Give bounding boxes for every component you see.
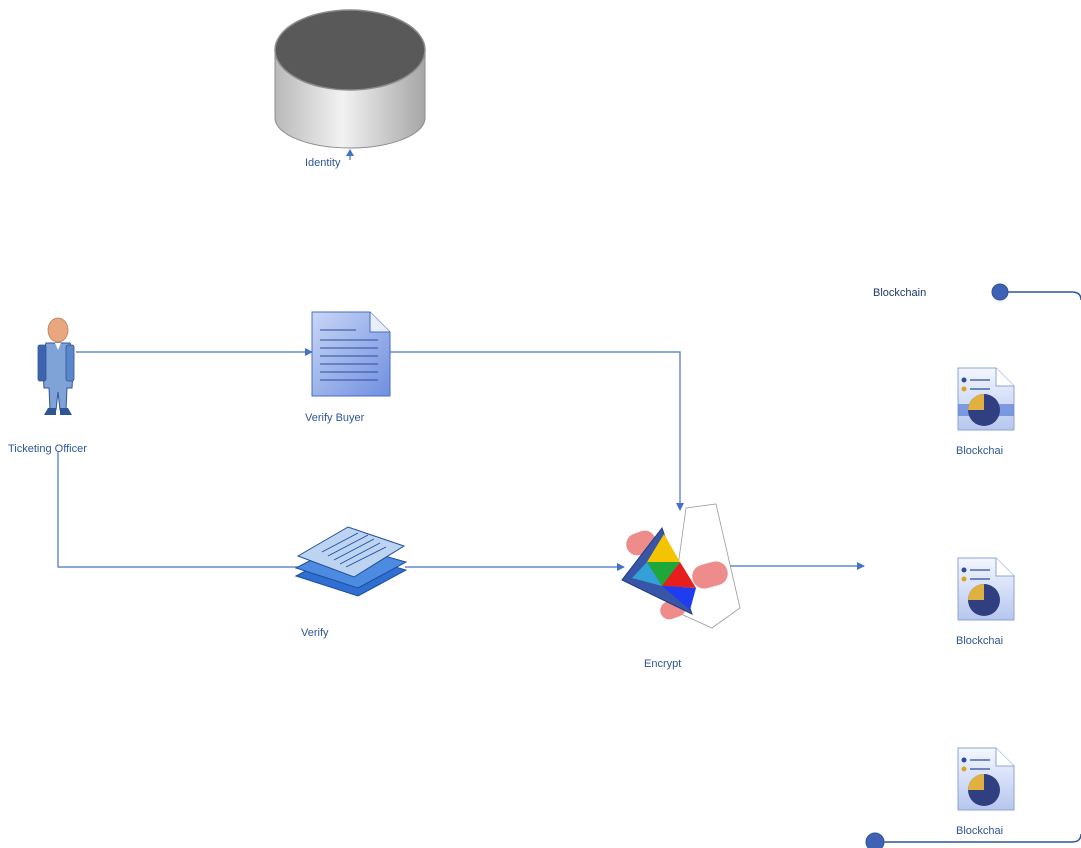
blockchain-top-node	[991, 283, 1009, 301]
blockchain-1-report-icon[interactable]	[957, 367, 1015, 431]
encrypt-prism-icon[interactable]	[621, 503, 741, 629]
blockchain-3-label: Blockchai	[956, 825, 1004, 837]
encrypt-label: Encrypt	[644, 658, 682, 670]
identity-label: Identity	[305, 157, 341, 169]
verify-buyer-label: Verify Buyer	[305, 412, 365, 424]
identity-connector-arrow	[346, 149, 354, 156]
blockchain-bottom-node	[865, 832, 885, 848]
blockchain-2-report-icon[interactable]	[957, 557, 1015, 621]
ticketing-officer-label: Ticketing Officer	[8, 443, 87, 455]
identity-database-icon[interactable]	[274, 9, 426, 149]
verify-label: Verify	[301, 627, 329, 639]
blockchain-top-bracket	[1008, 291, 1081, 301]
connector-verify-buyer-to-encrypt	[390, 351, 684, 511]
blockchain-2-label: Blockchai	[956, 635, 1004, 647]
ticketing-officer-person-icon[interactable]	[37, 317, 75, 415]
verify-stacked-documents-icon[interactable]	[294, 526, 408, 597]
blockchain-3-report-icon[interactable]	[957, 747, 1015, 811]
connector-officer-to-verify	[57, 452, 298, 568]
verify-buyer-document-icon[interactable]	[311, 311, 391, 397]
blockchain-1-label: Blockchai	[956, 445, 1004, 457]
blockchain-header-label: Blockchain	[873, 287, 927, 299]
